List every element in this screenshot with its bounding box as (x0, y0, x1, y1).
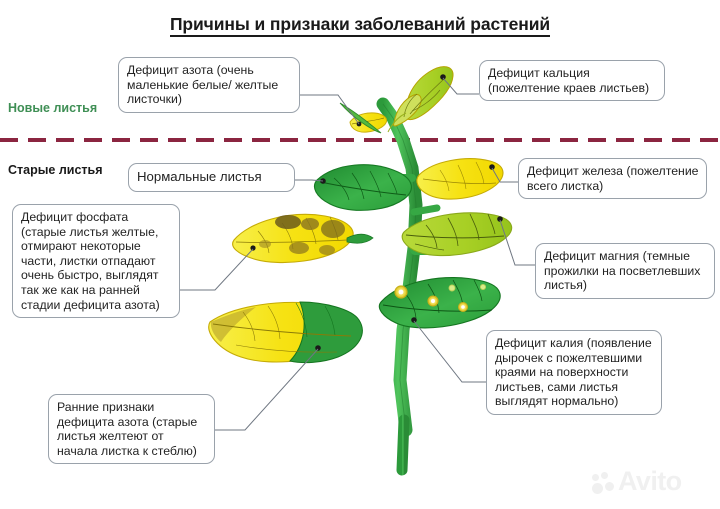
new-old-leaves-divider (0, 138, 720, 142)
marker-dot-calcium (440, 74, 446, 80)
marker-dot-phosphate (250, 245, 256, 251)
leader-potassium (413, 320, 486, 383)
leader-calcium (442, 77, 479, 95)
leaf-magnesium (401, 212, 513, 257)
marker-dot-nitrogen-old (315, 345, 321, 351)
avito-watermark: Avito (592, 466, 682, 497)
marker-dot-magnesium (497, 216, 503, 222)
callout-phosphate-deficiency[interactable]: Дефицит фосфата (старые листья желтые, о… (12, 204, 180, 319)
leaf-phosphate (232, 213, 374, 264)
leaf-nitrogen-old (208, 301, 363, 364)
leader-iron (491, 167, 518, 183)
necrosis-spot (321, 220, 345, 238)
necrosis-spot (319, 245, 335, 255)
necrosis-spot (289, 242, 309, 254)
necrosis-spot (259, 240, 271, 248)
leaf-iron (416, 158, 504, 200)
leader-nitrogen-new (300, 94, 360, 125)
callout-iron-deficiency[interactable]: Дефицит железа (пожелтение всего листка) (518, 158, 707, 200)
leaf-hole (479, 283, 487, 291)
avito-watermark-text: Avito (618, 466, 682, 496)
callout-nitrogen-new-leaves[interactable]: Дефицит азота (очень маленькие белые/ же… (118, 57, 300, 113)
callout-calcium-deficiency[interactable]: Дефицит кальция (пожелтение краев листье… (479, 60, 665, 102)
leader-normal (295, 179, 324, 182)
leaf-hole (448, 284, 456, 292)
callout-nitrogen-old-leaves[interactable]: Ранние признаки дефицита азота (старые л… (48, 394, 215, 465)
leader-nitrogen-old (215, 348, 319, 431)
callout-normal-leaves[interactable]: Нормальные листья (128, 163, 295, 192)
page-title-text: Причины и признаки заболеваний растений (169, 14, 550, 37)
leaf-calcium (387, 66, 454, 133)
callout-magnesium-deficiency[interactable]: Дефицит магния (темные прожилки на посве… (535, 243, 715, 299)
leader-phosphate (180, 248, 254, 291)
marker-dot-potassium (411, 317, 417, 323)
necrosis-spot (275, 215, 301, 229)
necrosis-spot (301, 218, 319, 230)
new-leaves-label: Новые листья (8, 101, 98, 115)
callout-potassium-deficiency[interactable]: Дефицит калия (появление дырочек с пожел… (486, 330, 662, 415)
marker-dot-iron (489, 164, 495, 170)
old-leaves-label: Старые листья (8, 163, 103, 177)
leader-magnesium (499, 219, 535, 266)
page-title: Причины и признаки заболеваний растений (0, 14, 720, 37)
leaf-normal (313, 164, 412, 211)
leaf-potassium (378, 276, 501, 329)
avito-logo-icon (592, 472, 618, 494)
